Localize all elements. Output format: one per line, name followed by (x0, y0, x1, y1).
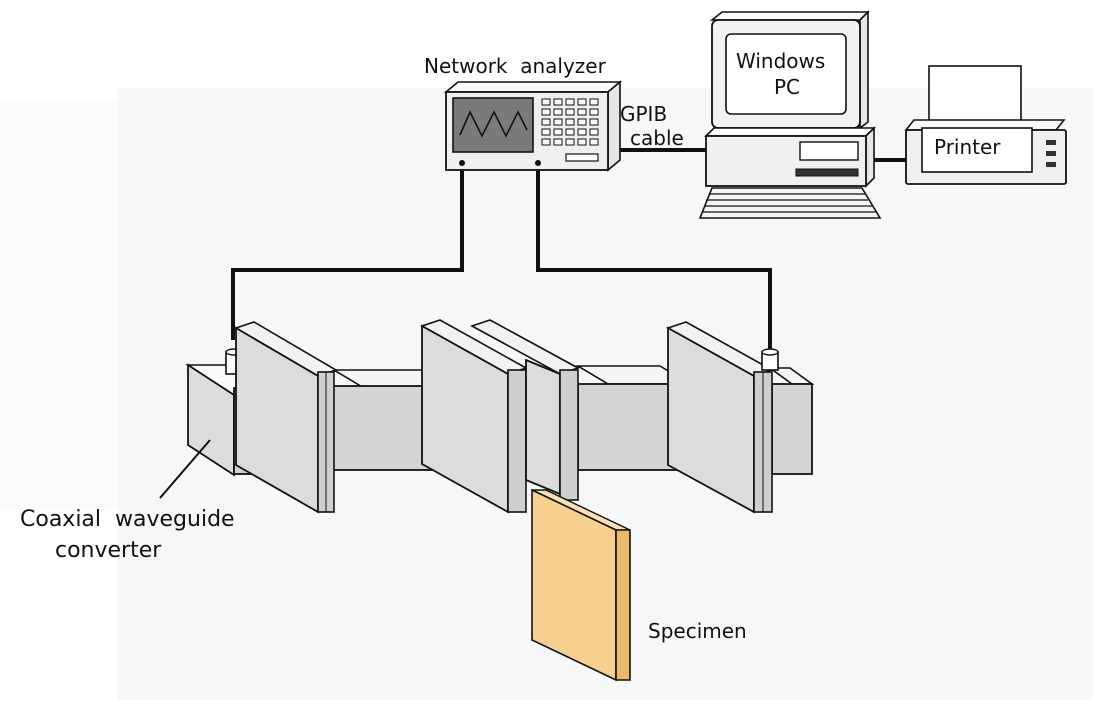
coaxial-cable-left (231, 163, 464, 340)
pc-label-line1: Windows (736, 49, 825, 73)
analyzer-screen (452, 97, 534, 153)
flange-center-left (420, 319, 528, 514)
printer (904, 65, 1067, 185)
converter-leader-line (159, 439, 211, 499)
analyzer-port-1 (459, 160, 465, 166)
network-analyzer (443, 80, 623, 172)
printer-label: Printer (934, 135, 1001, 159)
flange-right (666, 321, 779, 514)
pc-base-unit (704, 126, 876, 188)
analyzer-display-slot (565, 153, 599, 162)
gpib-label-line2: cable (630, 126, 684, 150)
analyzer-keypad (541, 98, 599, 146)
flange-center-right (470, 319, 580, 501)
analyzer-port-2 (535, 160, 541, 166)
pc-monitor (709, 10, 870, 130)
waveguide-end-right (767, 367, 815, 475)
printer-paper (928, 65, 1022, 129)
specimen (531, 488, 631, 682)
pc-label-line2: PC (774, 75, 800, 99)
network-analyzer-label: Network analyzer (424, 54, 607, 78)
coaxial-cable-right (536, 163, 772, 352)
coaxial-connector-right (761, 348, 779, 371)
windows-pc (698, 10, 882, 219)
converter-label-line1: Coaxial waveguide (20, 507, 235, 532)
converter-label-line2: converter (55, 538, 162, 563)
pc-keyboard (698, 187, 882, 219)
specimen-label: Specimen (648, 619, 747, 643)
flange-left (234, 321, 338, 514)
gpib-label-line1: GPIB (620, 102, 667, 126)
